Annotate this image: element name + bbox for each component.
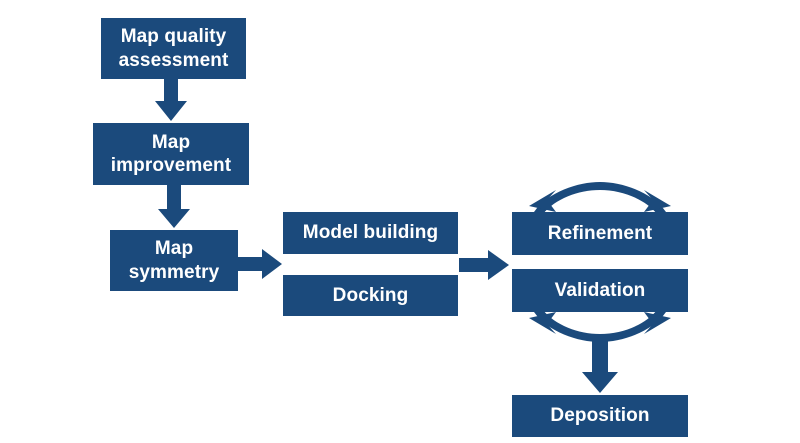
node-map-symmetry[interactable]: Map symmetry [110, 230, 238, 291]
arrow-improvement-to-symmetry [158, 185, 190, 228]
node-map-quality-assessment[interactable]: Map quality assessment [101, 18, 246, 79]
arc-refinement-validation-top [529, 182, 671, 214]
node-label: Docking [332, 284, 409, 306]
arrow-building-to-refinement [459, 250, 509, 280]
node-label: Map quality assessment [118, 26, 229, 71]
node-validation[interactable]: Validation [512, 269, 688, 312]
node-label: Model building [302, 222, 439, 244]
node-label: Deposition [550, 405, 650, 427]
node-label: Map symmetry [128, 238, 220, 283]
node-model-building[interactable]: Model building [283, 212, 458, 254]
node-deposition[interactable]: Deposition [512, 395, 688, 437]
arrow-cycle-to-deposition [582, 336, 618, 393]
node-map-improvement[interactable]: Map improvement [93, 123, 249, 185]
arrow-symmetry-to-building [238, 249, 282, 279]
arc-refinement-validation-bottom [529, 310, 671, 342]
node-docking[interactable]: Docking [283, 275, 458, 316]
node-label: Validation [554, 279, 646, 301]
node-label: Map improvement [110, 131, 232, 176]
node-label: Refinement [547, 222, 653, 244]
node-refinement[interactable]: Refinement [512, 212, 688, 255]
arrow-quality-to-improvement [155, 79, 187, 121]
